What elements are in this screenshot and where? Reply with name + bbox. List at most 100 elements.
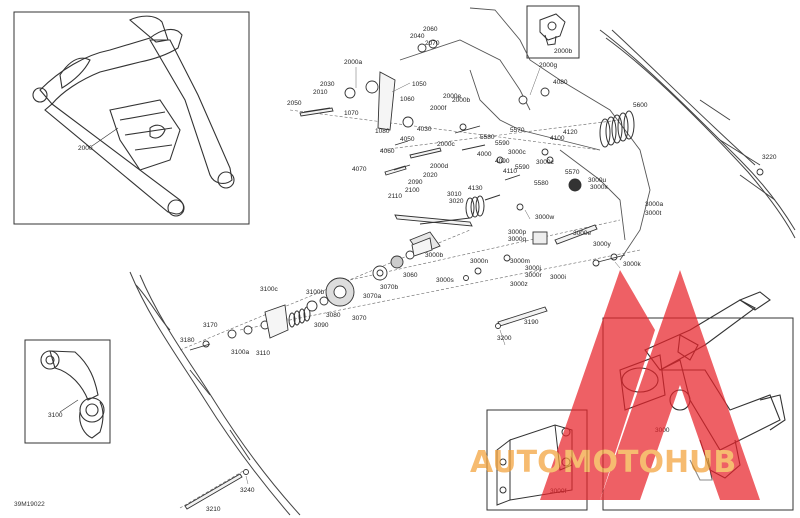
top-left-inset: 2000 xyxy=(13,11,250,225)
a-arm-drawing xyxy=(32,15,235,217)
label-2000a: 2000a xyxy=(344,59,362,66)
label-3070: 3070 xyxy=(352,315,367,322)
label-3200: 3200 xyxy=(497,335,512,342)
label-3000m: 3000m xyxy=(510,258,530,265)
label-3000r: 3000r xyxy=(525,272,542,279)
label-3000z: 3000z xyxy=(510,281,528,288)
label-3190: 3190 xyxy=(524,319,539,326)
label-2030: 2030 xyxy=(320,81,335,88)
label-1080: 1080 xyxy=(375,128,390,135)
label-1060: 1060 xyxy=(400,96,415,103)
label-2020: 2020 xyxy=(423,172,438,179)
leader-lines xyxy=(245,67,621,485)
label-3100a: 3100a xyxy=(231,349,249,356)
label-2010: 2010 xyxy=(313,89,328,96)
label-2000g: 2000g xyxy=(539,62,557,69)
left-rail xyxy=(129,271,301,516)
label-4080: 4080 xyxy=(553,79,568,86)
label-2070: 2070 xyxy=(425,40,440,47)
spring-3090 xyxy=(288,306,311,328)
inset-label-3100: 3100 xyxy=(48,412,63,419)
label-3000a: 3000a xyxy=(645,201,663,208)
label-3220: 3220 xyxy=(762,154,777,161)
label-3000q: 3000q xyxy=(508,236,526,243)
label-4120: 4120 xyxy=(563,129,578,136)
label-5570-lower: 5570 xyxy=(565,169,580,176)
label-4070: 4070 xyxy=(352,166,367,173)
watermark-logo-triangle-inner xyxy=(660,420,720,500)
label-3000e: 3000e xyxy=(573,230,591,237)
label-3240: 3240 xyxy=(240,487,255,494)
label-5600: 5600 xyxy=(633,102,648,109)
label-4090: 4090 xyxy=(495,158,510,165)
springs xyxy=(288,110,635,328)
label-3000n: 3000n xyxy=(470,258,488,265)
label-2000d: 2000d xyxy=(430,163,448,170)
label-4130-lower: 4130 xyxy=(468,185,483,192)
label-5580-lower: 5580 xyxy=(534,180,549,187)
left-small-inset: 3100 xyxy=(24,339,111,444)
label-3170: 3170 xyxy=(203,322,218,329)
label-3080: 3080 xyxy=(326,312,341,319)
label-3000j: 3000j xyxy=(525,265,541,272)
label-2000b-main: 2000b xyxy=(452,97,470,104)
bolts xyxy=(189,107,626,351)
label-2050: 2050 xyxy=(287,100,302,107)
label-3110: 3110 xyxy=(256,350,270,357)
inset-label-2000: 2000 xyxy=(78,145,93,152)
label-2110: 2110 xyxy=(388,193,402,200)
reference-number: 39M19022 xyxy=(14,501,45,508)
label-5590-upper: 5590 xyxy=(495,140,510,147)
bracket-drawing xyxy=(539,13,566,46)
label-3100c: 3100c xyxy=(260,286,278,293)
label-3020: 3020 xyxy=(449,198,464,205)
label-4030: 4030 xyxy=(417,126,432,133)
top-right-small-inset: 2000b xyxy=(526,5,580,59)
label-3100b: 3100b xyxy=(306,289,324,296)
label-3070b: 3070b xyxy=(380,284,398,291)
label-3210: 3210 xyxy=(206,506,221,513)
label-1050: 1050 xyxy=(412,81,427,88)
label-3180: 3180 xyxy=(180,337,195,344)
link-arm-drawing xyxy=(40,350,105,439)
label-3070a: 3070a xyxy=(363,293,381,300)
label-2090: 2090 xyxy=(408,179,423,186)
torsion-spring-lower xyxy=(419,194,501,225)
label-3000i: 3000i xyxy=(550,274,566,281)
label-3000p: 3000p xyxy=(508,229,526,236)
label-4060: 4060 xyxy=(380,148,395,155)
label-2000c-upper: 2000c xyxy=(437,141,455,148)
label-2040: 2040 xyxy=(410,33,425,40)
label-4110: 4110 xyxy=(503,168,517,175)
label-4100: 4100 xyxy=(550,135,565,142)
inset-label-2000b: 2000b xyxy=(554,48,572,55)
label-3000s: 3000s xyxy=(436,277,454,284)
label-5570-upper: 5570 xyxy=(510,127,525,134)
label-3010: 3010 xyxy=(447,191,462,198)
shafts xyxy=(184,107,598,510)
label-5580-upper: 5580 xyxy=(480,134,495,141)
watermark-logo-triangle-left xyxy=(540,270,655,500)
watermark-text: AUTOMOTOHUB xyxy=(470,445,736,480)
label-4000: 4000 xyxy=(477,151,492,158)
label-3000b: 3000b xyxy=(425,252,443,259)
watermark: AUTOMOTOHUB xyxy=(470,270,760,500)
round-parts xyxy=(202,39,764,475)
part-labels: 2060 2040 2070 2000a 1050 2030 2010 2050… xyxy=(180,26,777,513)
label-1070: 1070 xyxy=(344,110,359,117)
label-4050: 4050 xyxy=(400,136,415,143)
label-3000c-lower: 3000c xyxy=(536,159,554,166)
right-rail xyxy=(599,29,796,239)
torsion-spring-upper xyxy=(599,110,635,148)
label-3000y: 3000y xyxy=(593,241,611,248)
label-2100: 2100 xyxy=(405,187,420,194)
label-2000f: 2000f xyxy=(430,105,446,112)
label-3000x: 3000x xyxy=(590,184,608,191)
label-3000t: 3000t xyxy=(645,210,661,217)
label-3000k: 3000k xyxy=(623,261,641,268)
label-5590-lower: 5590 xyxy=(515,164,530,171)
label-3000u: 3000u xyxy=(588,177,606,184)
label-3000c-upper: 3000c xyxy=(508,149,526,156)
label-3000w: 3000w xyxy=(535,214,554,221)
